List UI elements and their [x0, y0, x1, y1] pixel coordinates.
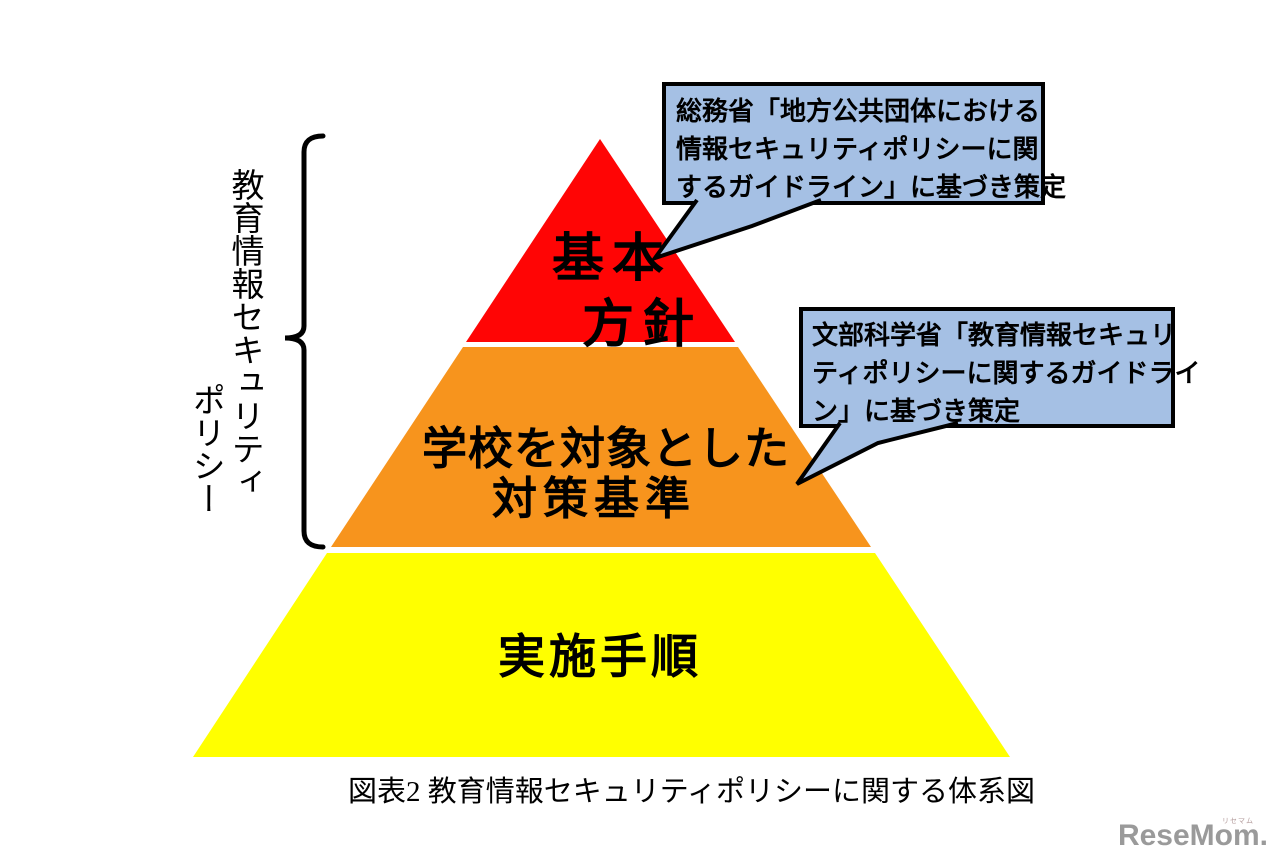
level1-label-line1: 基本 — [551, 230, 673, 288]
resemom-logo: リセマム ReseMom. — [1117, 818, 1268, 853]
callout-mext-line1: 文部科学省「教育情報セキュリ — [812, 320, 1177, 350]
callout-tail-mext — [795, 421, 959, 486]
figure-caption: 図表2 教育情報セキュリティポリシーに関する体系図 — [348, 776, 1036, 808]
level2-label-line2: 対策基準 — [491, 473, 697, 524]
pyramid-level-school-standards — [331, 347, 871, 547]
pyramid-level-basic-policy — [466, 139, 735, 342]
side-label-column2: ポリシー — [188, 383, 226, 515]
side-label-vertical: 教育情報セキュリティ ポリシー — [172, 168, 264, 548]
pyramid-level-implementation — [193, 553, 1010, 757]
callout-mext-text: 文部科学省「教育情報セキュリ ティポリシーに関するガイドライ ン」に基づき策定 — [812, 316, 1200, 430]
callout-soumu-text: 総務省「地方公共団体における 情報セキュリティポリシーに関 するガイドライン」に… — [676, 92, 1066, 206]
callout-soumu-line2: 情報セキュリティポリシーに関 — [676, 134, 1039, 164]
level1-label-line2: 方針 — [581, 296, 703, 354]
callout-box-soumu — [662, 82, 1045, 205]
side-label-column1: 教育情報セキュリティ — [227, 168, 264, 498]
level3-label: 実施手順 — [498, 630, 702, 683]
level2-label-line1: 学校を対象とした — [421, 423, 791, 474]
resemom-logo-text: ReseMom. — [1117, 819, 1268, 852]
callout-mext-line3: ン」に基づき策定 — [812, 396, 1021, 426]
callout-soumu-line3: するガイドライン」に基づき策定 — [676, 172, 1067, 202]
callout-mext-line2: ティポリシーに関するガイドライ — [812, 358, 1201, 388]
callout-box-mext — [799, 307, 1175, 428]
brace-bracket — [284, 133, 326, 550]
resemom-logo-ruby: リセマム — [1222, 818, 1254, 825]
callout-tail-soumu — [649, 198, 822, 262]
callout-soumu-line1: 総務省「地方公共団体における — [676, 96, 1041, 126]
